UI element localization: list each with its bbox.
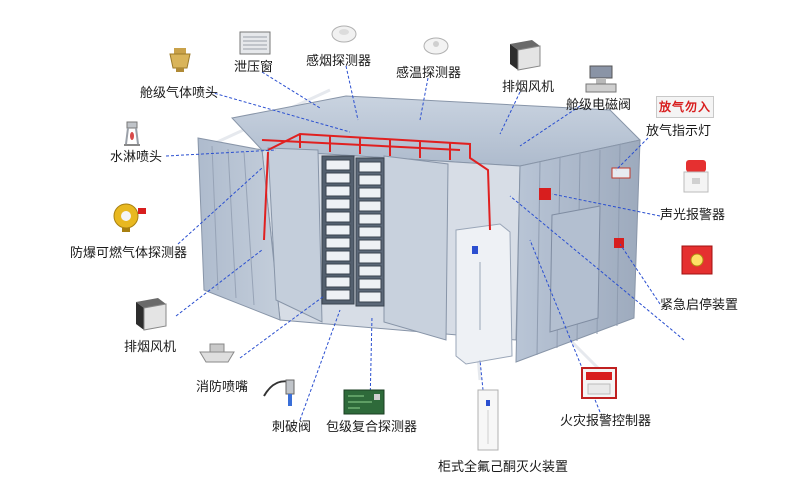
fire-nozzle-icon (199, 343, 235, 363)
battery-module (325, 172, 351, 184)
inner-door-left (267, 147, 323, 323)
battery-module (325, 237, 351, 249)
battery-module (325, 224, 351, 236)
battery-rack (321, 155, 385, 307)
cabinet-suppression-icon (477, 389, 499, 451)
side-door (549, 205, 601, 333)
inner-door-right (383, 155, 449, 341)
battery-module (325, 276, 351, 288)
label-fire-nozzle: 消防喷嘴 (196, 380, 249, 395)
smoke-detector-icon (331, 25, 357, 43)
label-heat-detector: 感温探测器 (396, 66, 462, 81)
label-sprinkler-head: 水淋喷头 (110, 150, 163, 165)
solenoid-valve-icon (585, 65, 617, 93)
label-pack-composite-detector: 包级复合探测器 (326, 420, 418, 435)
battery-module (325, 263, 351, 275)
piercing-valve-icon (263, 379, 295, 406)
battery-module (325, 250, 351, 262)
label-smoke-detector: 感烟探测器 (306, 54, 372, 69)
battery-module (358, 252, 382, 264)
battery-module (358, 161, 382, 173)
fire-alarm-controller-icon (581, 367, 617, 399)
label-smoke-fan-top: 排烟风机 (502, 80, 555, 95)
cabinet-in-container (455, 223, 513, 365)
battery-module (358, 239, 382, 251)
battery-module (325, 211, 351, 223)
label-sound-light-alarm: 声光报警器 (660, 208, 726, 223)
battery-module (358, 174, 382, 186)
emergency-stop-icon (681, 245, 713, 275)
battery-module (358, 213, 382, 225)
fire-pipes (261, 132, 491, 241)
container-panel (611, 167, 631, 179)
left-open-door (197, 137, 281, 321)
label-cabin-solenoid-valve: 舱级电磁阀 (566, 98, 632, 113)
label-piercing-valve: 刺破阀 (272, 420, 312, 435)
sound-light-alarm-icon (683, 160, 709, 193)
release-indicator-sign: 放气勿入 (656, 96, 714, 118)
sprinkler-head-icon (124, 121, 140, 146)
battery-module (325, 185, 351, 197)
battery-module (358, 200, 382, 212)
gas-nozzle-icon (169, 48, 191, 72)
battery-module (358, 265, 382, 277)
label-relief-window: 泄压窗 (234, 60, 274, 75)
relief-window-icon (239, 31, 271, 55)
label-smoke-fan-left: 排烟风机 (124, 340, 177, 355)
gas-detector-icon (113, 203, 146, 232)
battery-module (358, 226, 382, 238)
composite-detector-icon (343, 389, 385, 415)
smoke-fan-icon (510, 40, 541, 71)
heat-detector-icon (423, 37, 449, 55)
battery-module (358, 291, 382, 303)
battery-module (358, 278, 382, 290)
battery-module (325, 198, 351, 210)
battery-module (358, 187, 382, 199)
label-explosion-proof-gas-detector: 防爆可燃气体探测器 (70, 246, 188, 261)
label-release-indicator: 放气指示灯 (646, 124, 712, 139)
battery-module (325, 159, 351, 171)
container-alarm-box (539, 188, 551, 200)
label-cabin-gas-nozzle: 舱级气体喷头 (140, 86, 219, 101)
label-emergency-start-stop: 紧急启停装置 (660, 298, 739, 313)
container-estop-box (614, 238, 624, 248)
label-fire-alarm-controller: 火灾报警控制器 (560, 414, 652, 429)
label-cabinet-suppression: 柜式全氟己酮灭火装置 (438, 460, 569, 475)
smoke-fan-left-icon (136, 298, 167, 331)
battery-module (325, 289, 351, 301)
